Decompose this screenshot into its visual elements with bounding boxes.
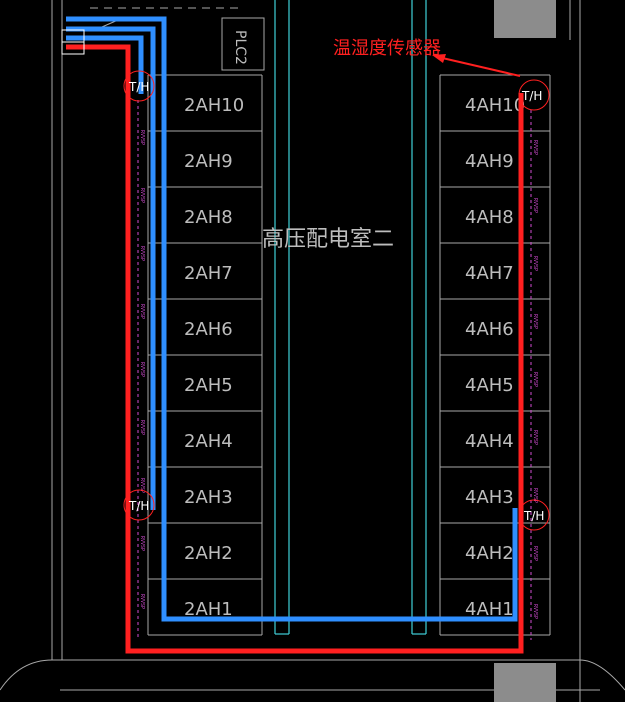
cabinet-label-left-2: 2AH9 <box>184 151 233 172</box>
gray-block-top <box>494 0 556 38</box>
room-title: 高压配电室二 <box>262 227 394 252</box>
cabinet-label-left-7: 2AH4 <box>184 431 233 452</box>
sensor-callout-label: 温湿度传感器 <box>333 38 441 59</box>
cabinet-label-right-8: 4AH3 <box>465 487 514 508</box>
cabinet-label-right-3: 4AH8 <box>465 207 514 228</box>
cyan-busway <box>274 0 427 635</box>
cabinet-label-right-2: 4AH9 <box>465 151 514 172</box>
tray-tag-right-6: RVVSP <box>532 430 538 445</box>
tray-tag-left-2: RVVSP <box>139 188 145 203</box>
blue-cable-outer <box>66 16 518 622</box>
sensor-th-1: T/H <box>123 70 155 102</box>
sensor-th-4: T/H <box>518 499 550 531</box>
plc-label: PLC2 <box>232 30 248 65</box>
tray-tag-left-9: RVVSP <box>139 594 145 609</box>
sensor-th-2: T/H <box>123 489 155 521</box>
blue-cable-inner <box>66 35 144 94</box>
tray-tag-right-2: RVVSP <box>532 198 538 213</box>
cable-tray-tags-left: RVVSP RVVSP RVVSP RVVSP RVVSP RVVSP RVVSP RVVSP… <box>137 100 145 640</box>
tray-tag-left-3: RVVSP <box>139 246 145 261</box>
tray-tag-right-3: RVVSP <box>532 256 538 271</box>
cable-terminal <box>61 29 85 55</box>
svg-text:T/H: T/H <box>523 509 544 523</box>
cabinet-label-left-3: 2AH8 <box>184 207 233 228</box>
cabinet-labels-left: 2AH10 2AH9 2AH8 2AH7 2AH6 2AH5 2AH4 2AH3 2AH2 2AH… <box>184 95 244 620</box>
tray-tag-right-8: RVVSP <box>532 546 538 561</box>
cabinet-label-left-10: 2AH1 <box>184 599 233 620</box>
cabinet-label-left-6: 2AH5 <box>184 375 233 396</box>
tray-tag-right-4: RVVSP <box>532 314 538 329</box>
blue-cables <box>66 16 518 622</box>
tray-tag-left-6: RVVSP <box>139 420 145 435</box>
callout-arrow <box>432 54 521 77</box>
cabinet-label-right-6: 4AH5 <box>465 375 514 396</box>
cable-tray-tags-right: RVVSP RVVSP RVVSP RVVSP RVVSP RVVSP RVVSP RVVSP… <box>530 110 538 640</box>
blue-cable-mid <box>66 26 156 510</box>
cabinet-label-left-4: 2AH7 <box>184 263 233 284</box>
gray-block-bottom <box>494 663 556 702</box>
cabinet-grid-right <box>439 74 551 636</box>
tray-tag-right-5: RVVSP <box>532 372 538 387</box>
cabinet-label-left-1: 2AH10 <box>184 95 244 116</box>
tray-tag-right-1: RVVSP <box>532 140 538 155</box>
cabinet-label-left-5: 2AH6 <box>184 319 233 340</box>
tray-tag-right-9: RVVSP <box>532 604 538 619</box>
svg-text:T/H: T/H <box>128 80 149 94</box>
cabinet-label-right-9: 4AH2 <box>465 543 514 564</box>
cabinet-grid-left <box>147 74 263 636</box>
tray-tag-left-4: RVVSP <box>139 304 145 319</box>
tray-tag-left-1: RVVSP <box>139 130 145 145</box>
tray-tag-left-5: RVVSP <box>139 362 145 377</box>
cabinet-label-left-9: 2AH2 <box>184 543 233 564</box>
sensor-th-3: T/H <box>518 79 550 111</box>
cabinet-label-right-5: 4AH6 <box>465 319 514 340</box>
svg-text:T/H: T/H <box>521 89 542 103</box>
cabinet-label-right-1: 4AH10 <box>465 95 525 116</box>
cabinet-label-right-4: 4AH7 <box>465 263 514 284</box>
cabinet-label-right-7: 4AH4 <box>465 431 514 452</box>
tray-tag-left-7: RVVSP <box>139 478 145 493</box>
cabinet-label-left-8: 2AH3 <box>184 487 233 508</box>
cabinet-labels-right: 4AH10 4AH9 4AH8 4AH7 4AH6 4AH5 4AH4 4AH3 4AH2 4AH… <box>465 95 525 620</box>
red-cable <box>66 44 524 654</box>
svg-text:T/H: T/H <box>128 499 149 513</box>
tray-tag-right-7: RVVSP <box>532 488 538 503</box>
cabinet-label-right-10: 4AH1 <box>465 599 514 620</box>
plc-cabinet: PLC2 <box>221 17 265 71</box>
tray-tag-left-8: RVVSP <box>139 536 145 551</box>
